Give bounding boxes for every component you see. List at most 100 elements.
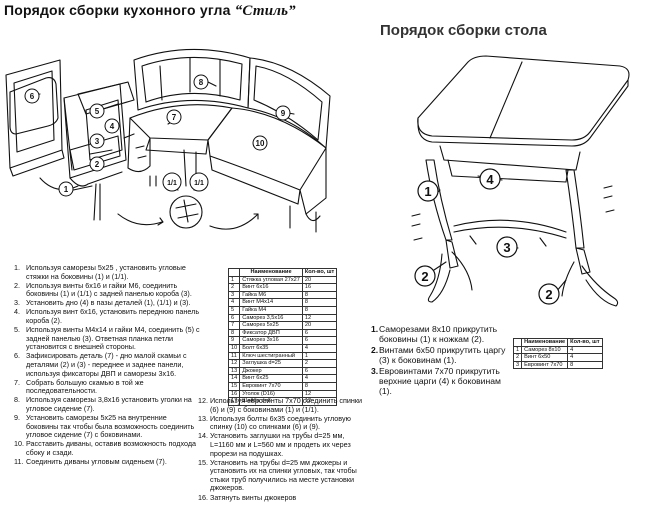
part-name: Болт 6х35 [239,343,303,353]
part-name: Ключ шестигранный [239,351,303,361]
instructions-left-col2: 12.Используя евровинты 7х70 соединить сп… [198,396,370,503]
part-qty: 4 [301,374,338,383]
step-item: 13.Используя болты 6х35 соединить углову… [198,413,351,432]
step-item: 10.Расставить диваны, оставив возможност… [14,439,197,457]
row-number: 9 [227,336,241,345]
part-name: Винт 6х16 [239,283,303,292]
part-name: Саморез 5х25 [239,321,303,330]
row-number: 1 [512,345,523,355]
callout-3: 3 [95,137,100,146]
step-item: 15.Установить на трубы d=25 мм джокеры и… [198,457,357,493]
row-number: 12 [227,359,241,368]
callouts-right [414,168,560,305]
callout-7: 7 [172,113,177,122]
step-item: 11.Соединить диваны угловым сиденьем (7)… [14,457,167,467]
part-qty: 6 [301,336,338,345]
title-left-main: Порядок сборки кухонного угла [4,2,231,18]
part-name: Гайка М6 [239,290,303,300]
step-item: 5.Используя винты М4х14 и гайки М4, соед… [14,325,200,352]
part-name: Винт 6х25 [239,374,303,383]
row-number: 3 [227,290,241,300]
row-number: 6 [227,313,241,323]
part-qty: 2 [301,359,338,368]
callout-labels-left: 6 1 5 3 2 4 8 7 10 9 1/1 1/1 [30,78,286,194]
step-item: 2.Используя винты 6х16 и гайки М6, соеди… [14,280,192,299]
step-item: 8.Используя саморезы 3,8х16 установить у… [14,395,192,413]
table-header-qty: Кол-во, шт [567,338,603,347]
step-item: 1.Саморезами 8х10 прикрутить боковины (1… [371,324,498,345]
row-number: 4 [227,298,241,307]
callout-1-1-b: 1/1 [194,180,204,187]
part-name: Саморез 3х16 [239,336,303,345]
callout-1-1-a: 1/1 [167,180,177,187]
part-name: Заглушка d=25 [239,359,303,368]
part-qty: 4 [567,345,603,355]
corner-sofa-drawing [5,48,331,233]
step-item: 7.Собрать большую скамью в той же послед… [14,377,144,396]
callout-10: 10 [256,139,265,148]
part-name: Евровинт 7х70 [521,360,569,370]
callout-1: 1 [64,185,69,194]
part-qty: 8 [567,360,603,370]
step-item: 12.Используя евровинты 7х70 соединить сп… [198,396,363,414]
callout-right-2a: 2 [421,269,428,284]
callout-4: 4 [110,122,115,131]
part-qty: 6 [301,366,338,376]
row-number: 15 [227,381,241,391]
table-header-name: Наименование [521,338,569,347]
row-number: 2 [512,353,523,362]
table-header-row: Наименование Кол-во, шт [512,338,603,347]
row-number: 3 [512,360,523,370]
callout-right-1: 1 [424,184,431,199]
step-item: 3.Евровинтами 7х70 прикрутить верхние ца… [371,365,501,397]
part-qty: 8 [301,298,338,307]
row-number: 11 [227,351,241,361]
part-name: Стяжка угловая 27х27 [239,275,303,285]
part-qty: 8 [301,381,338,391]
step-item: 14.Установить заглушки на трубы d=25 мм,… [198,431,351,458]
part-qty: 16 [301,283,338,292]
part-qty: 8 [301,305,338,315]
step-item: 16.Затянуть винты джокеров [198,492,297,502]
part-qty: 20 [301,321,338,330]
row-number: 14 [227,374,241,383]
part-qty: 4 [301,343,338,353]
table-header-name: Наименование [239,268,303,277]
part-name: Гайка М4 [239,305,303,315]
row-number: 2 [227,283,241,292]
callouts-left [24,74,291,197]
part-qty: 12 [301,397,338,406]
part-qty: 12 [301,313,338,323]
callout-labels-right: 1 4 3 2 2 [421,172,552,302]
part-name: Винт М4х14 [239,298,303,307]
step-item: 9.Установить саморезы 5х25 на внутренние… [14,413,195,440]
row-number: 13 [227,366,241,376]
page-title-left: Порядок сборки кухонного угла “Стиль” [4,2,296,20]
step-item: 4.Используя винт 6х16, установить передн… [14,307,200,326]
row-number: 1 [227,275,241,285]
page-title-right: Порядок сборки стола [380,22,547,39]
part-name: Фиксатор ДВП [239,328,303,338]
table-header-row: Наименование Кол-во, шт [227,268,338,277]
step-item: 3.Установить дно (4) в пазы деталей (1),… [14,298,191,308]
part-name: Саморез 8х10 [521,345,569,355]
row-number: 7 [227,321,241,330]
